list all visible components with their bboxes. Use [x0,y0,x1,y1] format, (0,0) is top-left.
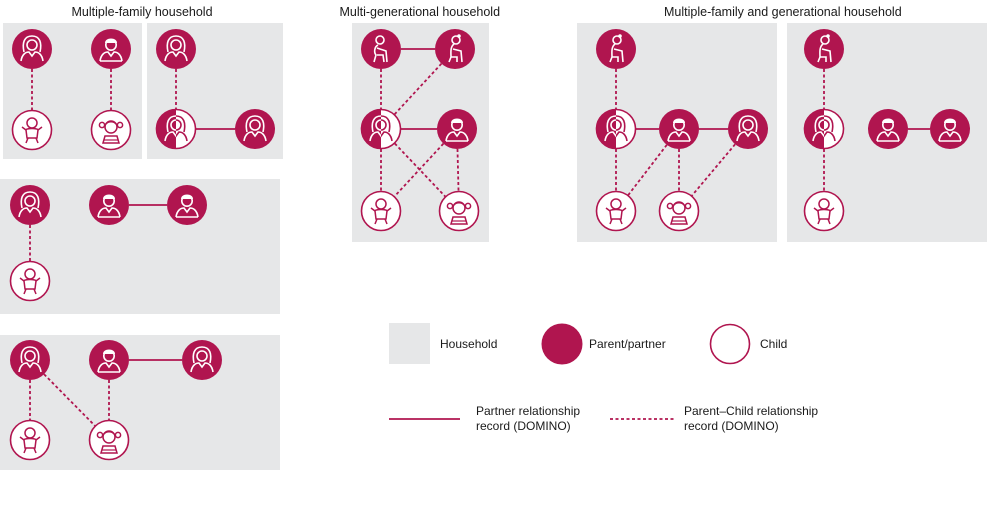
parent-partner-node [182,340,222,380]
parent-child-node [595,108,637,150]
parent-child-link [394,142,446,198]
parent-partner-node [89,185,129,225]
title-multi-generational: Multi-generational household [339,5,501,19]
parent-partner-node [91,29,131,69]
child-node [360,190,402,232]
child-node [9,419,51,461]
relationship-lines [29,48,930,427]
child-node [658,190,700,232]
parent-partner-node [435,29,475,69]
parent-partner-node [12,29,52,69]
parent-partner-node [235,109,275,149]
child-node [595,190,637,232]
legend-parent-partner-label: Parent/partner [589,337,666,351]
parent-child-link [393,63,443,115]
child-node [88,419,130,461]
legend-child-swatch [709,323,751,365]
parent-partner-node [804,29,844,69]
parent-child-link [691,143,736,197]
legend-household-swatch [389,323,430,364]
parent-partner-node [728,109,768,149]
parent-child-link [43,373,96,427]
parent-partner-node [930,109,970,149]
parent-child-node [803,108,845,150]
legend-parent-swatch [541,323,583,365]
parent-partner-node [868,109,908,149]
legend-child-label: Child [760,337,788,351]
parent-partner-node [361,29,401,69]
parent-partner-node [156,29,196,69]
people [9,29,970,461]
parent-partner-node [596,29,636,69]
title-multiple-family-generational: Multiple-family and generational househo… [664,5,902,19]
child-node [438,190,480,232]
parent-partner-node [167,185,207,225]
parent-child-link [393,143,445,197]
parent-child-link [456,148,460,192]
child-node [11,109,53,151]
parent-child-node [360,108,402,150]
parent-partner-node [437,109,477,149]
parent-partner-node [659,109,699,149]
parent-partner-node [10,185,50,225]
child-node [9,260,51,302]
title-multiple-family: Multiple-family household [71,5,213,19]
legend-parent-child-line-label: Parent–Child relationship record (DOMINO… [684,404,819,433]
legend-household-label: Household [440,337,498,351]
child-node [803,190,845,232]
parent-child-node [155,108,197,150]
legend-partner-line-label: Partner relationship record (DOMINO) [476,404,581,433]
legend [389,323,751,420]
households [0,23,987,470]
parent-partner-node [10,340,50,380]
child-node [90,109,132,151]
parent-partner-node [89,340,129,380]
